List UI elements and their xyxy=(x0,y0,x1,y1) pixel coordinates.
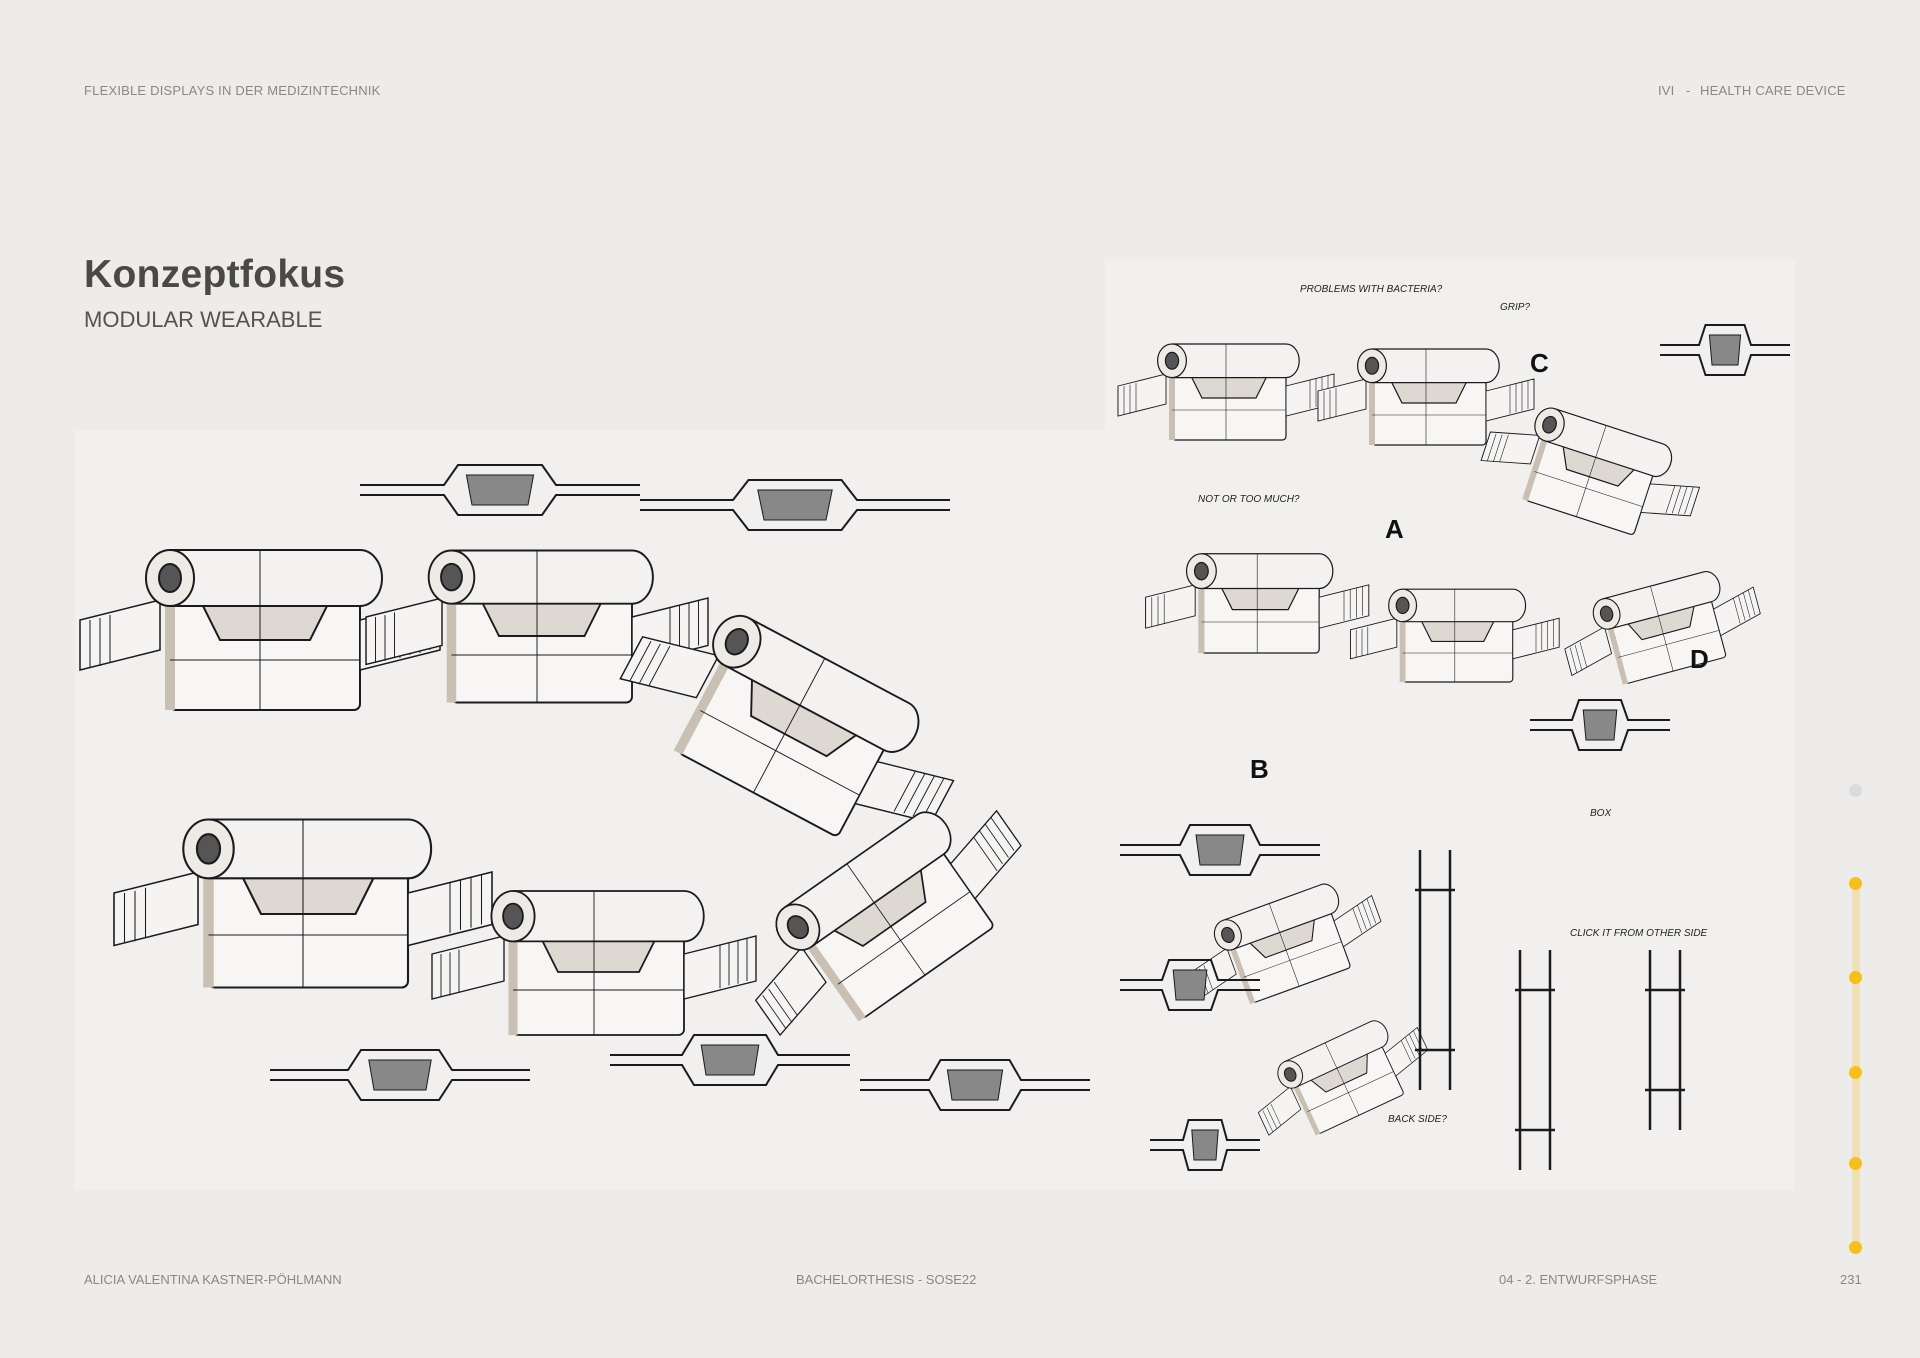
sketch-device-5 xyxy=(431,890,757,1036)
page-navigation xyxy=(1849,780,1863,1260)
nav-dot-1[interactable] xyxy=(1849,784,1862,797)
header-section: HEALTH CARE DEVICE xyxy=(1700,83,1846,98)
sketch-device-10 xyxy=(1145,553,1370,654)
footer-chapter: 04 - 2. ENTWURFSPHASE xyxy=(1499,1272,1658,1287)
sketch-section-9 xyxy=(1660,324,1790,376)
page-title: Konzeptfokus xyxy=(84,253,346,296)
nav-progress-track xyxy=(1852,883,1860,1247)
footer-page-number: 231 xyxy=(1840,1272,1862,1287)
sketch-section-5 xyxy=(860,1059,1090,1111)
sketch-section-2 xyxy=(640,479,950,531)
sketch-label-d: D xyxy=(1690,644,1709,674)
sketch-device-8 xyxy=(1317,348,1535,446)
sketch-side-profile-3 xyxy=(1645,950,1685,1130)
sketch-note-amount: NOT OR TOO MUCH? xyxy=(1198,494,1300,505)
sketch-device-2 xyxy=(365,549,709,704)
sketch-side-profile-2 xyxy=(1515,950,1555,1170)
footer-author: ALICIA VALENTINA KASTNER-PÖHLMANN xyxy=(84,1272,342,1287)
sketch-note-click: CLICK IT FROM OTHER SIDE xyxy=(1570,928,1708,939)
sketch-side-profile-1 xyxy=(1415,850,1455,1090)
sketch-section-6 xyxy=(1120,824,1320,876)
page-subtitle: MODULAR WEARABLE xyxy=(84,307,323,332)
header-separator: - xyxy=(1686,83,1691,98)
header-document-title: FLEXIBLE DISPLAYS IN DER MEDIZINTECHNIK xyxy=(84,83,381,98)
footer-thesis: BACHELORTHESIS - SOSE22 xyxy=(796,1272,977,1287)
sketch-label-b: B xyxy=(1250,754,1269,784)
nav-dot-4[interactable] xyxy=(1849,1066,1862,1079)
sketch-note-box: BOX xyxy=(1590,808,1611,819)
sketch-device-9 xyxy=(1480,407,1701,535)
sketch-device-7 xyxy=(1117,343,1335,441)
sketch-label-c: C xyxy=(1530,348,1549,378)
sketch-note-bacteria: PROBLEMS WITH BACTERIA? xyxy=(1300,284,1443,295)
nav-dot-6[interactable] xyxy=(1849,1241,1862,1254)
sketch-label-a: A xyxy=(1385,514,1404,544)
sketch-device-13 xyxy=(1188,883,1382,1005)
sketch-section-7 xyxy=(1120,959,1260,1011)
nav-dot-3[interactable] xyxy=(1849,971,1862,984)
nav-dot-2[interactable] xyxy=(1849,877,1862,890)
sketch-device-14 xyxy=(1257,1020,1429,1136)
sketch-section-3 xyxy=(270,1049,530,1101)
header-code: IVI xyxy=(1658,83,1675,98)
sketch-device-6 xyxy=(754,809,1022,1037)
sketch-section-1 xyxy=(360,464,640,516)
sketch-section-4 xyxy=(610,1034,850,1086)
sketch-note-grip: GRIP? xyxy=(1500,302,1530,313)
sketch-drawings xyxy=(75,260,1795,1190)
sketch-device-12 xyxy=(1564,571,1761,685)
sketch-device-3 xyxy=(619,614,955,837)
sketch-note-backside: BACK SIDE? xyxy=(1388,1114,1447,1125)
sketch-device-11 xyxy=(1349,588,1560,683)
sketch-section-8 xyxy=(1150,1119,1260,1171)
sketch-section-10 xyxy=(1530,699,1670,751)
sketch-device-4 xyxy=(113,818,493,989)
nav-dot-5[interactable] xyxy=(1849,1157,1862,1170)
